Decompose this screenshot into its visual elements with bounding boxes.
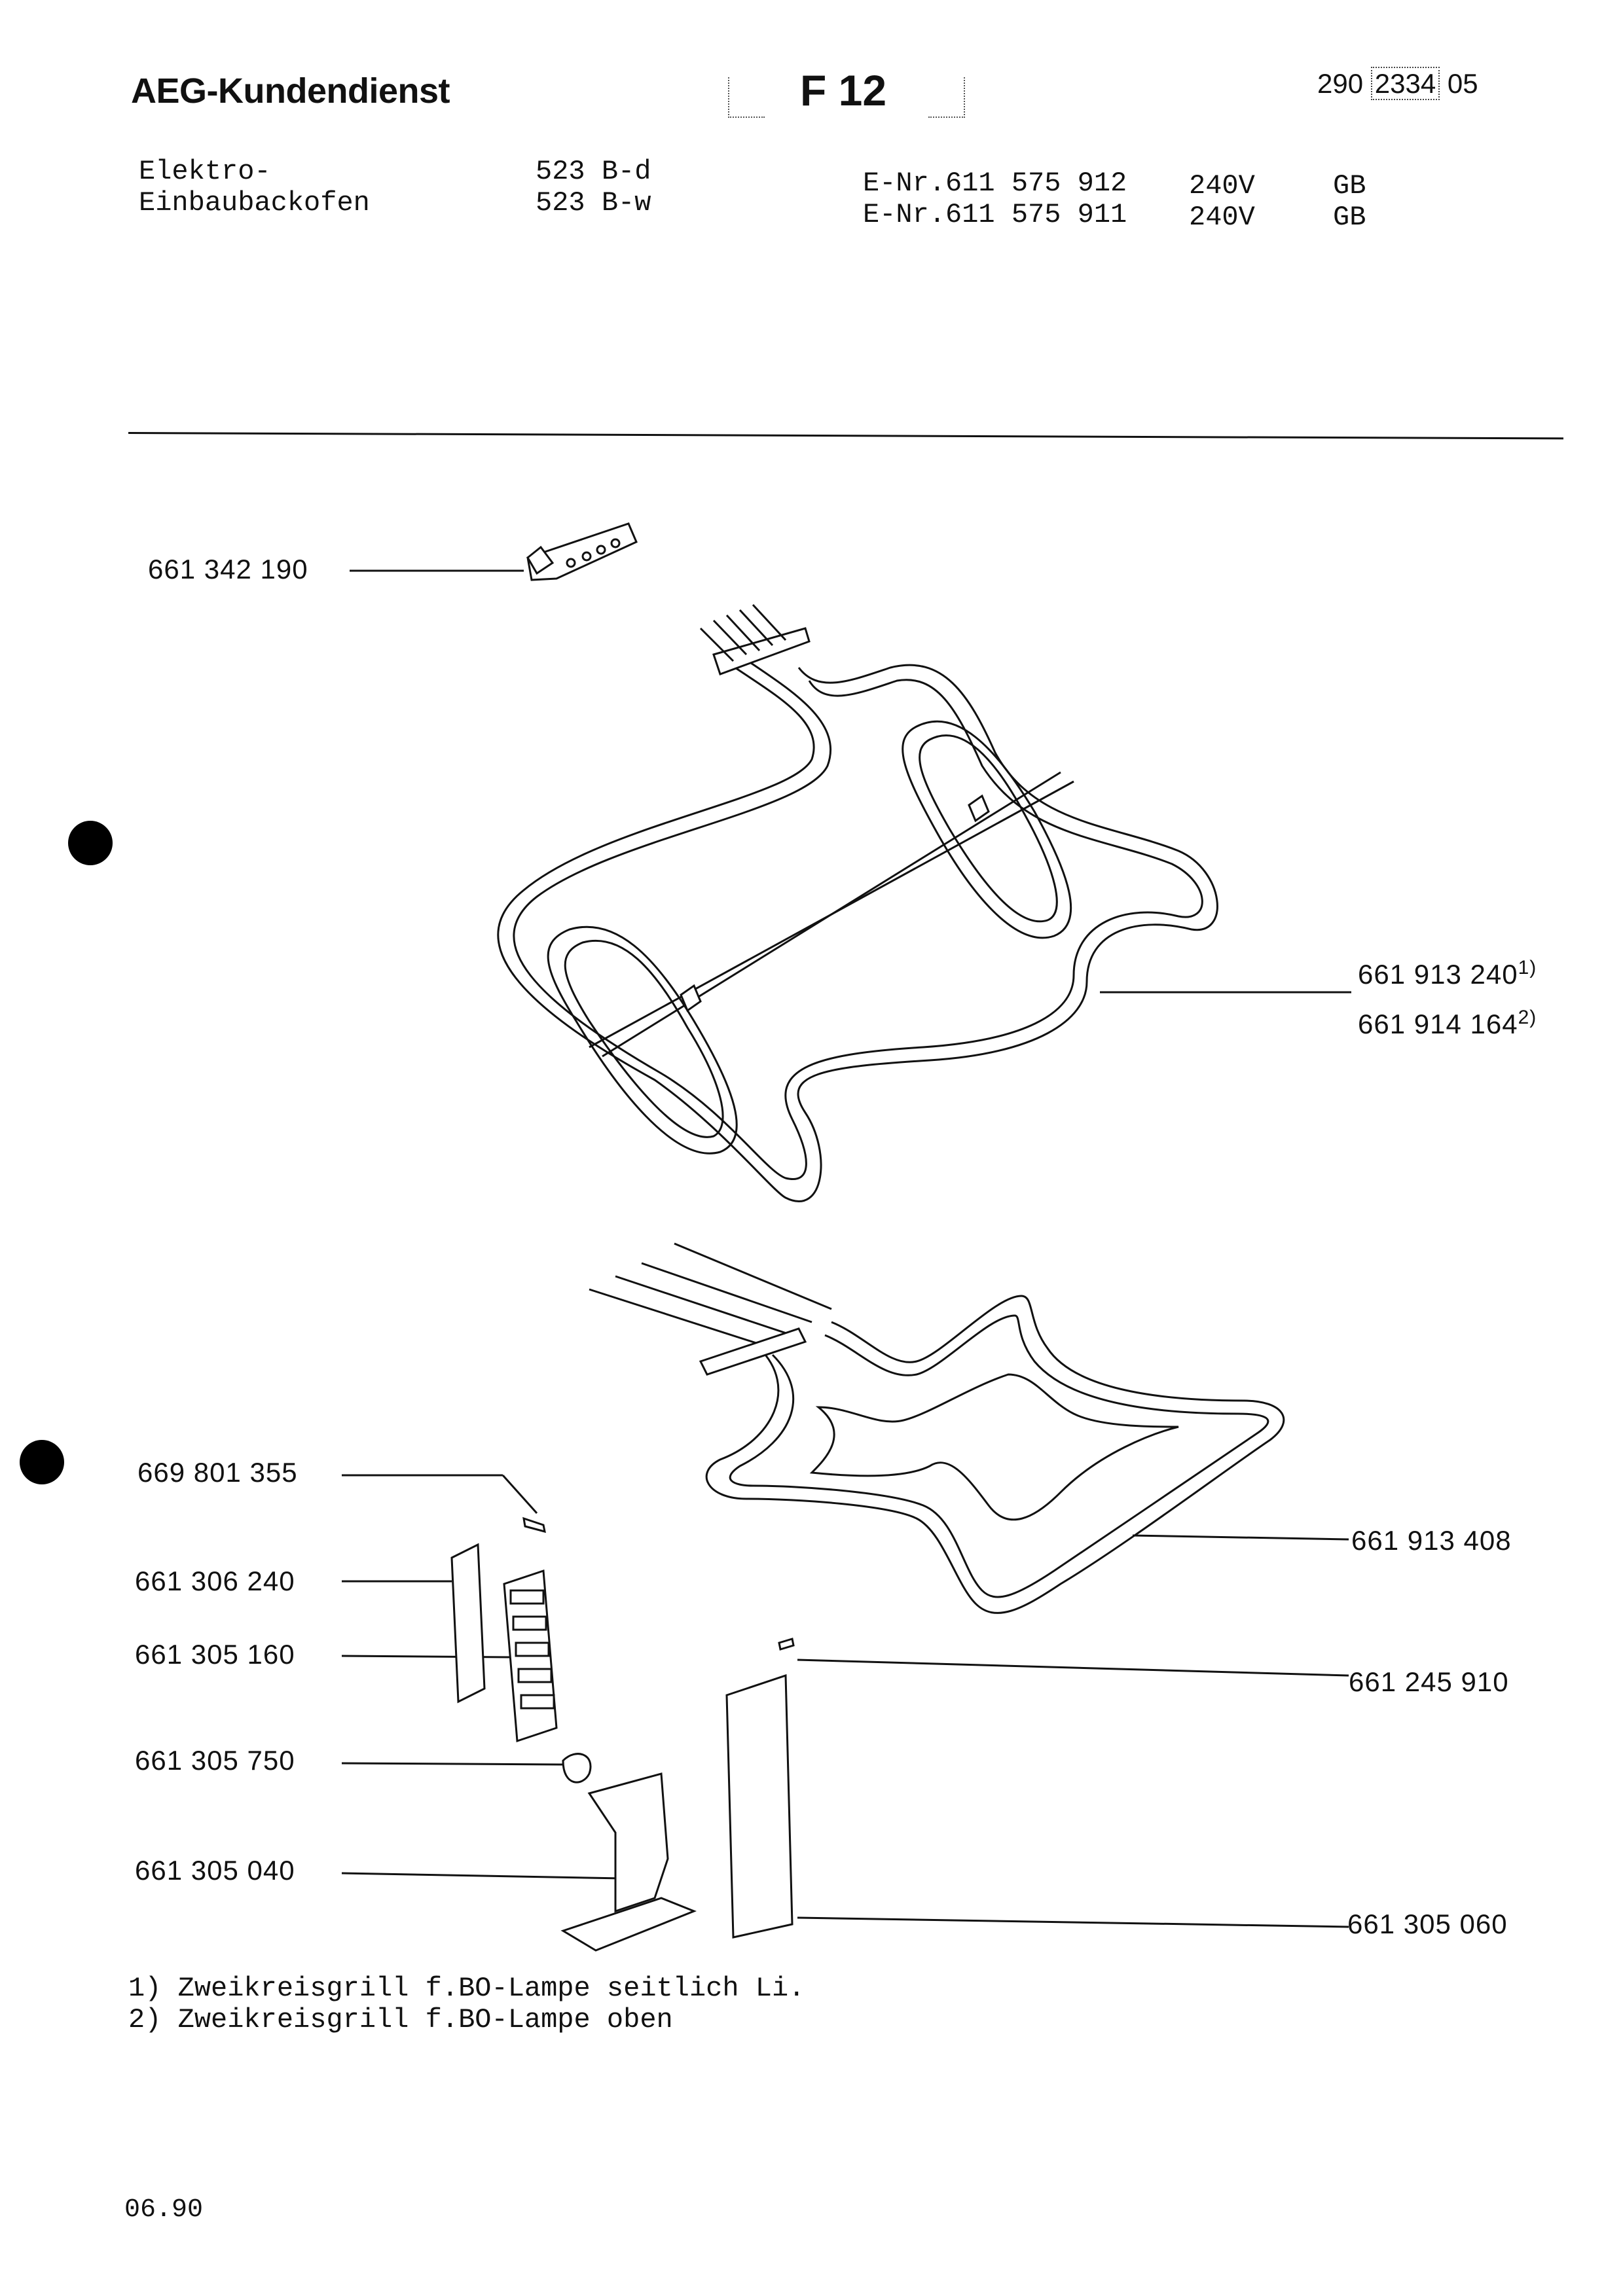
product-type-line1: Elektro- bbox=[139, 156, 271, 187]
part-number-661305750: 661 305 750 bbox=[135, 1745, 295, 1776]
top-heat-element bbox=[589, 1242, 1285, 1614]
enr-1: E-Nr.611 575 912 bbox=[863, 168, 1127, 199]
part-number-661914164-value: 661 914 164 bbox=[1358, 1009, 1518, 1039]
date-stamp: 06.90 bbox=[124, 2195, 204, 2225]
part-number-669801355: 669 801 355 bbox=[137, 1457, 298, 1488]
enr-2: E-Nr.611 575 911 bbox=[863, 199, 1127, 230]
part-number-661913240: 661 913 2401) bbox=[1358, 957, 1537, 990]
leader-line-661305750 bbox=[341, 1762, 564, 1766]
brand-title: AEG-Kundendienst bbox=[131, 71, 450, 111]
footnote-1: 1) Zweikreisgrill f.BO-Lampe seitlich Li… bbox=[128, 1973, 805, 2004]
country-1: GB bbox=[1333, 170, 1366, 202]
voltage-list: 240V 240V bbox=[1189, 170, 1255, 233]
part-number-661913240-value: 661 913 240 bbox=[1358, 959, 1518, 990]
document-number-suffix: 05 bbox=[1447, 68, 1478, 99]
part-number-661342190: 661 342 190 bbox=[148, 554, 308, 584]
product-type-line2: Einbaubackofen bbox=[139, 187, 370, 219]
spring-part bbox=[562, 1753, 592, 1784]
part-number-661913408: 661 913 408 bbox=[1351, 1525, 1512, 1556]
part-number-661306240: 661 306 240 bbox=[135, 1566, 295, 1596]
screw-part bbox=[778, 1638, 795, 1651]
footnotes: 1) Zweikreisgrill f.BO-Lampe seitlich Li… bbox=[128, 1973, 805, 2036]
part-number-661305040: 661 305 040 bbox=[135, 1855, 295, 1886]
terminal-bracket-part bbox=[526, 522, 638, 581]
part-number-661305160: 661 305 160 bbox=[135, 1639, 295, 1670]
holder-part bbox=[587, 1772, 669, 1913]
mounting-rail-part bbox=[450, 1543, 486, 1704]
leader-line-661305040 bbox=[341, 1872, 624, 1880]
leader-line-661305160 bbox=[341, 1655, 511, 1659]
model-list: 523 B-d 523 B-w bbox=[536, 156, 651, 219]
leader-line-661305060 bbox=[797, 1916, 1349, 1928]
part-number-661914164: 661 914 1642) bbox=[1358, 1007, 1537, 1040]
two-circuit-grill-element bbox=[497, 603, 1218, 1202]
footnote-2: 2) Zweikreisgrill f.BO-Lampe oben bbox=[128, 2004, 673, 2036]
document-number-boxed: 2334 bbox=[1370, 67, 1440, 100]
product-type: Elektro- Einbaubackofen bbox=[139, 156, 370, 219]
voltage-1: 240V bbox=[1189, 170, 1255, 202]
model-1: 523 B-d bbox=[536, 156, 651, 187]
leader-line-661913408 bbox=[1132, 1534, 1349, 1541]
punch-hole-bottom bbox=[20, 1440, 64, 1484]
country-2: GB bbox=[1333, 202, 1366, 233]
country-list: GB GB bbox=[1333, 170, 1366, 233]
sheet-code-bracket-right bbox=[928, 77, 965, 118]
footnote-ref-1: 1) bbox=[1518, 957, 1537, 978]
footnote-ref-2: 2) bbox=[1518, 1007, 1537, 1028]
enr-list: E-Nr.611 575 912 E-Nr.611 575 911 bbox=[863, 168, 1127, 230]
part-number-661305060: 661 305 060 bbox=[1347, 1909, 1508, 1939]
part-number-661245910: 661 245 910 bbox=[1349, 1666, 1509, 1697]
punch-hole-top bbox=[68, 821, 113, 865]
document-number: 290 2334 05 bbox=[1317, 67, 1478, 100]
small-clip-part bbox=[522, 1516, 546, 1534]
support-bracket-part bbox=[725, 1674, 793, 1939]
document-number-prefix: 290 bbox=[1317, 68, 1364, 99]
sheet-code: F 12 bbox=[800, 66, 887, 115]
voltage-2: 240V bbox=[1189, 202, 1255, 233]
sheet-code-bracket-left bbox=[728, 77, 765, 118]
leader-line-661245910 bbox=[797, 1659, 1349, 1677]
model-2: 523 B-w bbox=[536, 187, 651, 219]
